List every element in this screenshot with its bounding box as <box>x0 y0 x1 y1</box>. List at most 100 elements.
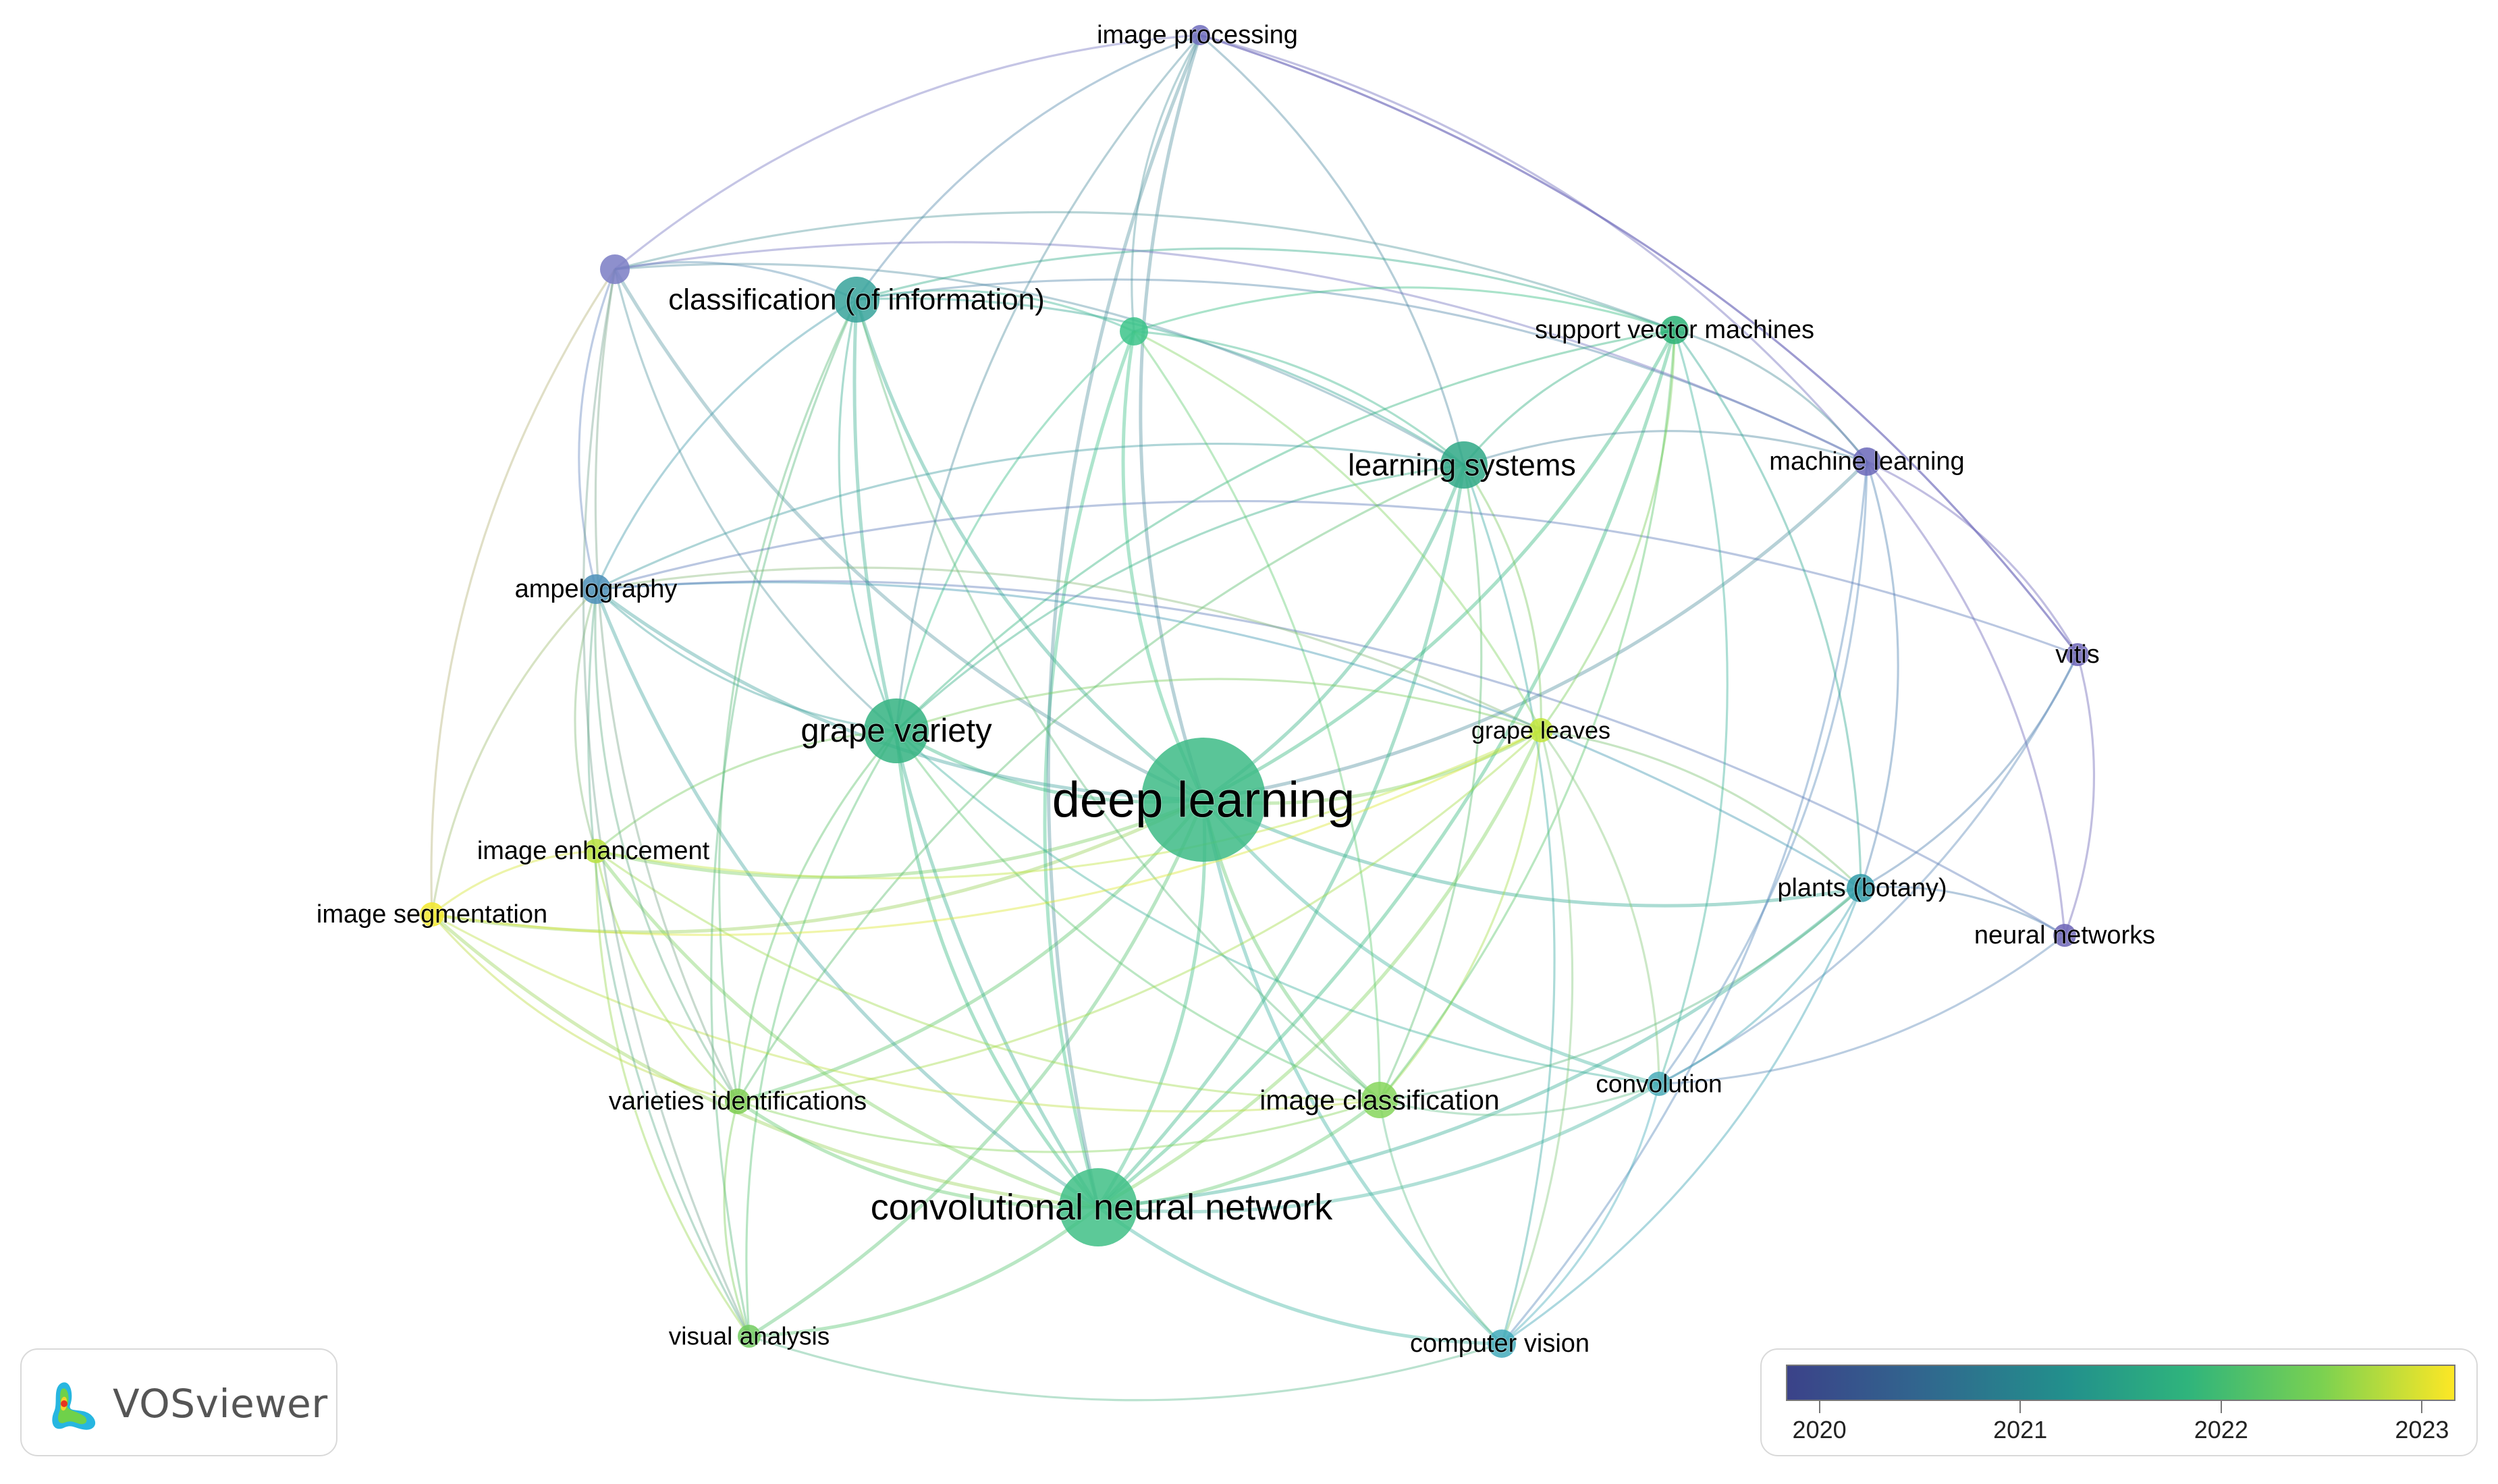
link-convolutional_neural_network-varieties_identifications <box>736 1099 1099 1209</box>
link-node_b-grape_leaves <box>1133 330 1542 731</box>
node-convolution[interactable] <box>1647 1072 1671 1096</box>
node-image-classification[interactable] <box>1361 1082 1398 1118</box>
vosviewer-logo-text: VOSviewer <box>113 1381 328 1427</box>
label-learning-systems: learning systems <box>1348 448 1576 483</box>
node-node-a[interactable] <box>600 254 630 284</box>
node-image-segmentation[interactable] <box>420 902 444 927</box>
link-learning_systems-varieties_identifications <box>736 464 1465 1102</box>
link-image_classification-node_b <box>1133 331 1381 1101</box>
node-image-enhancement[interactable] <box>584 839 608 863</box>
link-computer_vision-grape_leaves <box>1500 730 1574 1344</box>
label-support-vector-machines: support vector machines <box>1535 316 1814 344</box>
link-grape_variety-ampelography <box>595 588 897 732</box>
link-convolutional_neural_network-classification <box>852 299 1100 1209</box>
link-image_classification-image_enhancement <box>595 850 1380 1101</box>
label-image-processing: image processing <box>1097 21 1298 49</box>
link-convolutional_neural_network-convolution <box>1097 1082 1660 1213</box>
label-plants-botany: plants (botany) <box>1777 874 1947 902</box>
link-learning_systems-computer_vision <box>1463 464 1556 1344</box>
link-convolutional_neural_network-image_segmentation <box>431 913 1099 1209</box>
link-grape_variety-node_b <box>895 330 1135 732</box>
link-plants_botany-grape_leaves <box>1540 729 1862 889</box>
link-vitis-convolution <box>1658 654 2079 1085</box>
link-image_processing-vitis <box>1199 34 2079 655</box>
link-image_processing-grape_variety <box>895 34 1201 732</box>
link-plants_botany-convolution <box>1658 887 1862 1085</box>
link-learning_systems-image_processing <box>1199 34 1465 466</box>
label-convolutional-neural-network: convolutional neural network <box>871 1187 1333 1228</box>
link-grape_variety-varieties_identifications <box>736 730 898 1102</box>
link-convolutional_neural_network-plants_botany <box>1097 887 1862 1209</box>
node-node-b[interactable] <box>1120 317 1148 346</box>
link-support_vector_machines-grape_leaves <box>1540 329 1676 731</box>
link-learning_systems-support_vector_machines <box>1463 329 1675 466</box>
node-image-processing[interactable] <box>1190 25 1210 45</box>
link-image_classification-support_vector_machines <box>1378 329 1676 1101</box>
link-convolutional_neural_network-image_classification <box>1097 1099 1381 1209</box>
label-convolution: convolution <box>1596 1070 1722 1098</box>
node-convolutional-neural-network[interactable] <box>1059 1168 1137 1246</box>
link-deep_learning-image_enhancement <box>595 798 1204 879</box>
link-machine_learning-convolution <box>1658 461 1868 1084</box>
link-ampelography-varieties_identifications <box>594 588 739 1102</box>
network-labels: deep learning convolutional neural networ… <box>316 20 2156 1358</box>
node-support-vector-machines[interactable] <box>1660 316 1689 344</box>
link-visual_analysis-node_a <box>582 269 751 1337</box>
link-node_a-image_processing <box>614 34 1201 271</box>
link-grape_variety-learning_systems <box>895 464 1465 732</box>
link-grape_variety-grape_leaves <box>896 678 1542 732</box>
link-classification-node_a <box>614 260 857 301</box>
link-computer_vision-visual_analysis <box>749 1335 1502 1402</box>
link-grape_variety-convolution <box>895 730 1660 1085</box>
link-ampelography-node_a <box>578 269 616 590</box>
link-ampelography-visual_analysis <box>587 588 751 1337</box>
link-image_classification-grape_leaves <box>1378 730 1542 1101</box>
link-convolutional_neural_network-ampelography <box>594 588 1099 1209</box>
link-vitis-image_processing <box>1199 34 2079 655</box>
node-learning-systems[interactable] <box>1440 441 1488 489</box>
node-machine-learning[interactable] <box>1853 447 1881 476</box>
link-ampelography-image_segmentation <box>431 588 597 915</box>
link-image_enhancement-visual_analysis <box>595 850 751 1337</box>
node-grape-leaves[interactable] <box>1529 718 1553 742</box>
link-image_classification-computer_vision <box>1378 1099 1503 1345</box>
link-image_enhancement-grape_leaves <box>595 729 1542 879</box>
link-convolutional_neural_network-support_vector_machines <box>1097 329 1677 1209</box>
label-neural-networks: neural networks <box>1974 921 2155 950</box>
link-deep_learning-node_a <box>613 268 1205 802</box>
vosviewer-logo-icon <box>52 1382 96 1430</box>
link-convolutional_neural_network-learning_systems <box>1097 464 1466 1209</box>
node-vitis[interactable] <box>2066 643 2089 666</box>
link-image_segmentation-node_a <box>430 269 616 915</box>
legend-tick-mark <box>2220 1401 2222 1413</box>
link-machine_learning-computer_vision <box>1500 461 1868 1345</box>
label-image-segmentation: image segmentation <box>317 900 547 929</box>
label-visual-analysis: visual analysis <box>669 1323 830 1350</box>
link-deep_learning-varieties_identifications <box>737 798 1205 1103</box>
node-deep-learning[interactable] <box>1141 738 1266 862</box>
node-plants-botany[interactable] <box>1847 874 1875 902</box>
label-deep-learning: deep learning <box>1052 772 1355 828</box>
link-convolutional_neural_network-node_b <box>1043 331 1136 1208</box>
link-convolutional_neural_network-image_processing <box>1046 34 1202 1208</box>
link-neural_networks-convolution <box>1658 934 2065 1085</box>
node-computer-vision[interactable] <box>1488 1329 1516 1358</box>
legend-tick-label: 2020 <box>1792 1416 1847 1444</box>
node-classification[interactable] <box>834 277 879 323</box>
link-convolution-computer_vision <box>1500 1083 1660 1345</box>
link-image_enhancement-image_segmentation <box>431 850 597 916</box>
link-support_vector_machines-convolution <box>1658 329 1729 1084</box>
node-ampelography[interactable] <box>581 574 611 604</box>
node-grape-variety[interactable] <box>864 698 929 763</box>
link-grape_variety-image_enhancement <box>595 730 897 852</box>
legend-tick-label: 2022 <box>2194 1416 2248 1444</box>
node-visual-analysis[interactable] <box>738 1325 761 1348</box>
node-neural-networks[interactable] <box>2053 924 2076 947</box>
link-convolution-grape_leaves <box>1540 730 1660 1084</box>
node-varieties-identifications[interactable] <box>725 1089 751 1114</box>
link-image_segmentation-varieties_identifications <box>431 913 738 1103</box>
label-computer-vision: computer vision <box>1410 1329 1590 1358</box>
legend-tick-label: 2023 <box>2395 1416 2449 1444</box>
link-classification-node_b <box>856 289 1135 333</box>
